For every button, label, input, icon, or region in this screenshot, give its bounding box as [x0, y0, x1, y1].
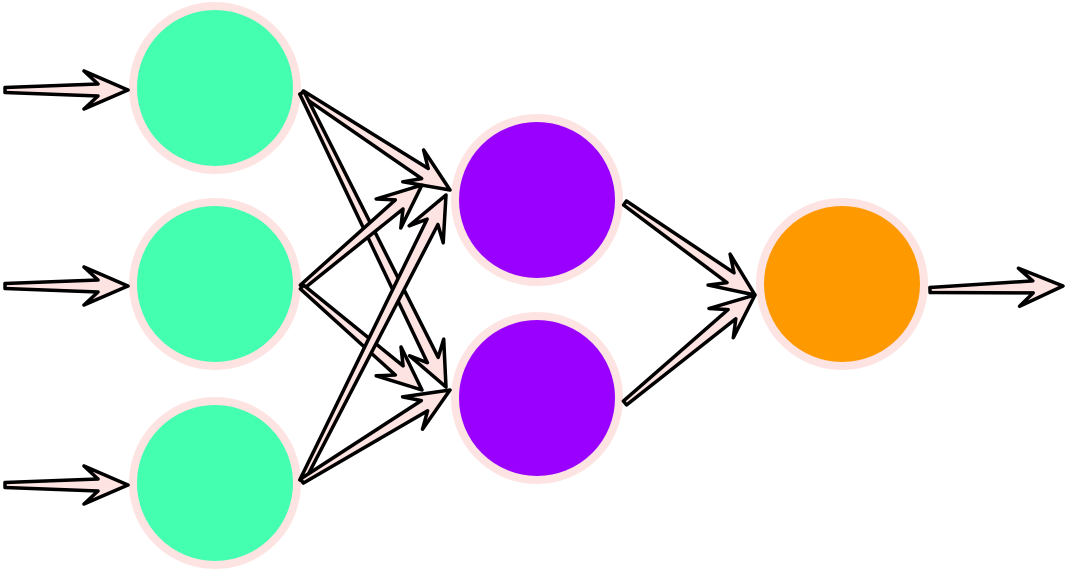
- connection-arrow-i3-h1: [298, 193, 448, 484]
- input-arrow-3: [3, 464, 130, 506]
- input-arrow-1: [3, 69, 130, 111]
- connection-arrow-i1-h2: [298, 90, 448, 389]
- input-node-2: [129, 198, 301, 370]
- connection-arrow-i2-h1: [298, 183, 424, 291]
- input-node-3: [129, 397, 301, 569]
- hidden-node-1: [451, 114, 623, 286]
- connection-arrow-i1-h1: [298, 89, 452, 192]
- output-node-1: [756, 198, 928, 370]
- connection-arrow-i3-h2: [298, 388, 452, 485]
- input-arrow-2: [3, 265, 130, 307]
- connection-arrow-h1-o1: [621, 199, 757, 297]
- connection-arrow-h2-o1: [621, 293, 757, 407]
- hidden-node-2: [451, 312, 623, 484]
- input-node-1: [129, 2, 301, 174]
- connection-arrow-i2-h2: [298, 283, 424, 392]
- output-arrow: [928, 266, 1065, 309]
